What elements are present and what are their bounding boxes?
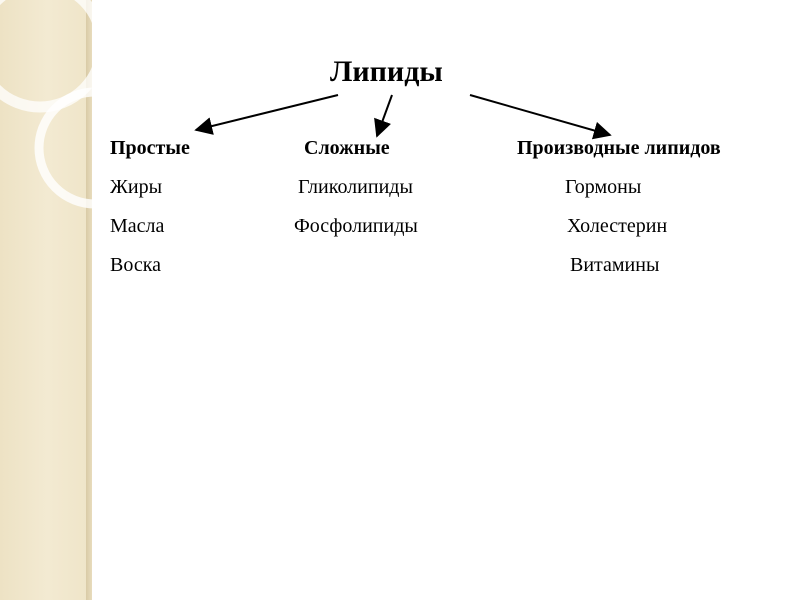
heading-simple: Простые [110, 137, 190, 159]
item-phospholipids: Фосфолипиды [294, 215, 418, 237]
decor-ring-large [0, 0, 108, 113]
item-waxes: Воска [110, 254, 162, 276]
arrow-to-simple [194, 94, 339, 135]
diagram-title: Липиды [330, 55, 443, 88]
decor-ring-small [34, 87, 156, 209]
heading-complex: Сложные [304, 137, 390, 159]
heading-derived: Производные липидов [517, 137, 721, 159]
item-glycolipids: Гликолипиды [298, 176, 413, 198]
item-oils: Масла [110, 215, 165, 237]
item-cholesterol: Холестерин [567, 215, 668, 237]
item-hormones: Гормоны [565, 176, 642, 198]
item-fats: Жиры [110, 176, 163, 198]
item-vitamins: Витамины [570, 254, 660, 276]
arrow-to-derived [469, 94, 612, 140]
arrow-to-complex [374, 94, 393, 138]
sidebar-edge [86, 0, 92, 600]
